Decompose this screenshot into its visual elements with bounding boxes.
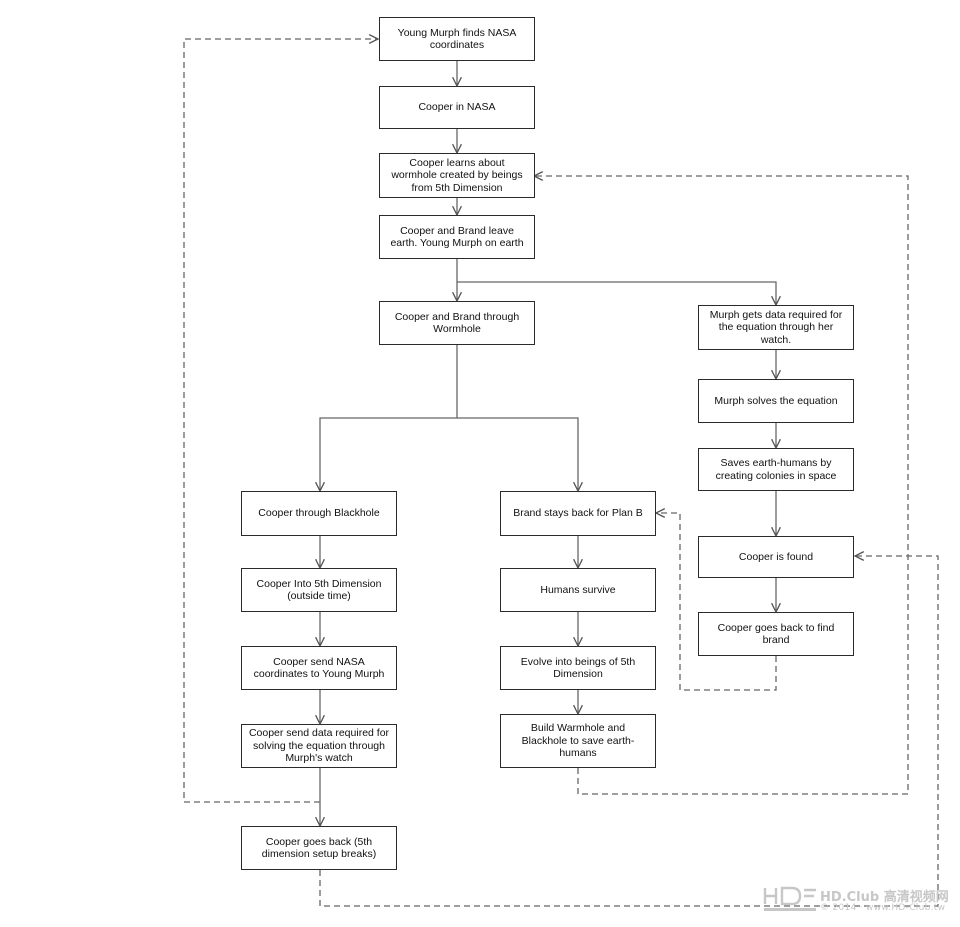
node-through-wormhole: Cooper and Brand through Wormhole [379, 301, 535, 345]
node-cooper-back-brand: Cooper goes back to find brand [698, 612, 854, 656]
node-murph-solves: Murph solves the equation [698, 379, 854, 423]
node-cooper-learns: Cooper learns about wormhole created by … [379, 153, 535, 198]
watermark-brand-text: HD.Club 高清视频网 [820, 890, 949, 905]
dashed-loop-to-brand [656, 513, 777, 691]
edge-wormhole-to-blackhole [320, 345, 458, 491]
node-humans-survive: Humans survive [500, 568, 656, 612]
hdclub-logo-icon [763, 886, 816, 911]
dashed-loop-to-found [319, 556, 939, 907]
node-saves-humans: Saves earth-humans by creating colonies … [698, 448, 854, 491]
node-cooper-5th: Cooper Into 5th Dimension (outside time) [241, 568, 397, 612]
node-brand-plan-b: Brand stays back for Plan B [500, 491, 656, 536]
node-murph-gets-data: Murph gets data required for the equatio… [698, 305, 854, 350]
node-build-wormhole: Build Warmhole and Blackhole to save ear… [500, 714, 656, 768]
node-cooper-in-nasa: Cooper in NASA [379, 86, 535, 129]
node-cooper-blackhole: Cooper through Blackhole [241, 491, 397, 536]
watermark: HD.Club 高清视频网 © 2014 · www.HD-Club.tw [762, 884, 952, 918]
node-cooper-send-coords: Cooper send NASA coordinates to Young Mu… [241, 646, 397, 690]
node-young-murph-finds: Young Murph finds NASA coordinates [379, 17, 535, 61]
edge-wormhole-to-brand [457, 417, 578, 491]
node-cooper-found: Cooper is found [698, 536, 854, 578]
node-cooper-send-data: Cooper send data required for solving th… [241, 724, 397, 768]
node-cooper-brand-leave: Cooper and Brand leave earth. Young Murp… [379, 215, 535, 259]
node-cooper-goes-back: Cooper goes back (5th dimension setup br… [241, 826, 397, 870]
dashed-loop-to-learns [534, 176, 909, 795]
dashed-loop-to-young-murph [183, 39, 378, 803]
watermark-url-text: © 2014 · www.HD-Club.tw [820, 903, 946, 913]
edge-leave-to-murph [457, 281, 776, 305]
node-evolve: Evolve into beings of 5th Dimension [500, 646, 656, 690]
